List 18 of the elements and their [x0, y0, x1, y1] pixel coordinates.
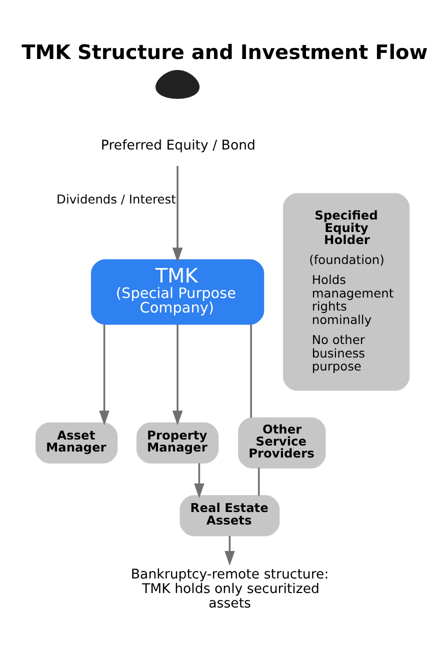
node-box: Other Service Providers [238, 417, 326, 468]
node-person [156, 70, 200, 99]
diagram-title: TMK Structure and Investment Flow [22, 40, 428, 64]
connector [250, 324, 252, 418]
arrow [172, 166, 183, 262]
arrow [224, 536, 235, 566]
node-text: Bankruptcy-remote structure: TMK holds only securitized assets [130, 567, 329, 612]
arrow [99, 324, 110, 426]
node-box: Real Estate Assets [180, 495, 280, 536]
arrow [172, 324, 183, 426]
connector [258, 468, 260, 496]
node-box: Specified Equity Holder (foundation) Holds management rights nominally No other business purpose [283, 193, 410, 391]
node-text: Preferred Equity / Bond [100, 138, 256, 154]
node-box: TMK (Special Purpose Company) [90, 259, 264, 325]
arrow [194, 463, 204, 498]
node-box: Asset Manager [35, 422, 118, 464]
edge-label: Dividends / Interest [56, 192, 176, 207]
node-box: Property Manager [136, 422, 219, 464]
